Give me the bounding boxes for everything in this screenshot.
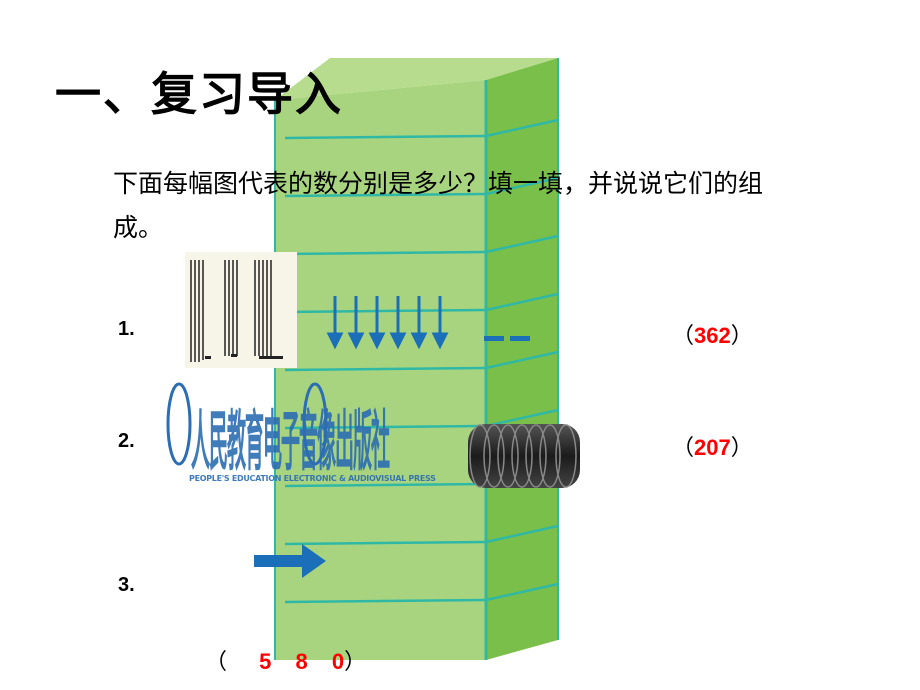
- item-2-number: 2.: [118, 430, 135, 452]
- item-3-ones-digit: 0: [331, 649, 345, 674]
- publisher-watermark: 人民教育电子音像出版社 PEOPLE'S EDUCATION ELECTRONI…: [165, 380, 465, 498]
- item-3-hundreds-digit: 5: [259, 649, 272, 674]
- tens-arrows-figure: [326, 296, 449, 350]
- prism-layer-lines: [284, 118, 559, 604]
- item-3-answer-box: （ 5 8 0）: [205, 644, 366, 676]
- right-arrow-icon: [254, 544, 326, 578]
- item-1-answer-box: （362）: [672, 318, 753, 350]
- open-paren: （: [672, 435, 695, 460]
- bundle-rolls-figure: [468, 424, 580, 488]
- item-2-answer: 207: [694, 435, 731, 460]
- item-1-answer: 362: [694, 323, 731, 348]
- watermark-main-text: 人民教育电子音像出版社: [191, 405, 390, 481]
- prism-top-face: [275, 58, 558, 100]
- open-paren: （: [672, 323, 695, 348]
- close-paren: ）: [730, 435, 753, 460]
- item-3-number: 3.: [118, 574, 135, 596]
- logo-emblem-icon: [166, 382, 328, 466]
- instruction-text: 下面每幅图代表的数分别是多少？填一填，并说说它们的组成。: [113, 169, 764, 242]
- item-1-number: 1.: [118, 318, 135, 340]
- ones-dashes-figure: [484, 336, 530, 341]
- page-title: 一、复习导入: [55, 67, 343, 121]
- hundreds-flats-figure: [185, 252, 297, 368]
- close-paren: ）: [344, 649, 367, 674]
- item-2-answer-box: （207）: [672, 430, 753, 462]
- watermark-sub-text: PEOPLE'S EDUCATION ELECTRONIC & AUDIOVIS…: [189, 474, 436, 483]
- open-paren: （: [205, 649, 228, 674]
- item-3-tens-digit: 8: [295, 649, 308, 674]
- close-paren: ）: [730, 323, 753, 348]
